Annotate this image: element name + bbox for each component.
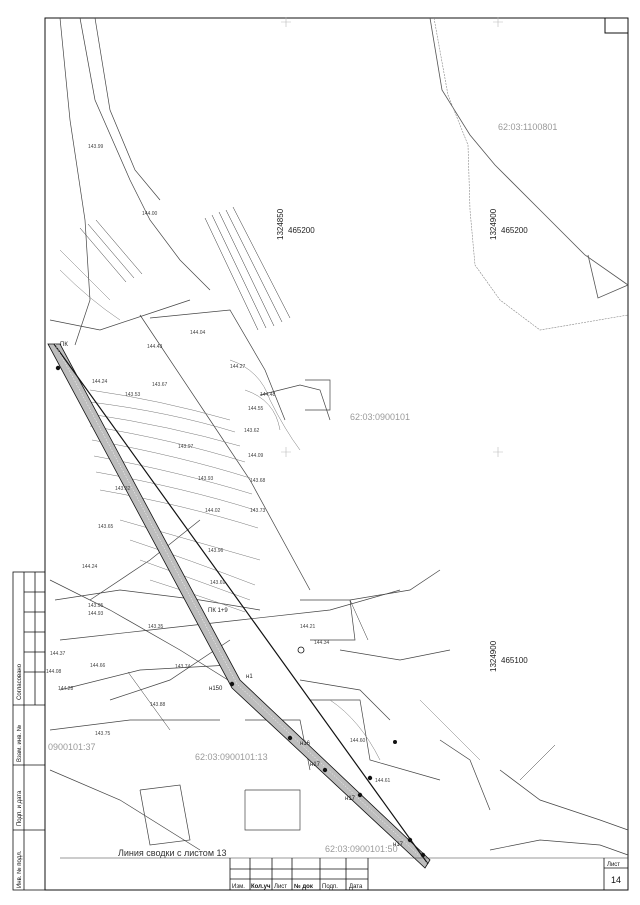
- elevation: 143.53: [125, 392, 141, 398]
- route-mark-label: ПК 1+9: [208, 608, 228, 614]
- route-point-label: н150: [209, 686, 223, 692]
- stamp-col-label: Дата: [349, 884, 363, 890]
- elevation: 144.02: [205, 508, 221, 514]
- title-stamp: [229, 858, 628, 890]
- elevation: 144.24: [82, 564, 98, 570]
- road-label-block: [79, 206, 556, 781]
- elevation: 144.93: [88, 611, 104, 617]
- side-stamp-inv-orig: Инв. № подл.: [16, 850, 23, 888]
- left-boundaries: [49, 17, 629, 856]
- route-point: [407, 837, 413, 843]
- route-point: [393, 740, 397, 744]
- grid-x-label: 1324850: [276, 208, 285, 240]
- parcel-label-lower: 62:03:0900101:13: [195, 752, 268, 762]
- parcel-boundary-top-right: [429, 17, 629, 286]
- elevation: 143.75: [95, 731, 111, 737]
- route-point: [287, 735, 293, 741]
- elevation-labels: 143.99 144.00 144.04 144.43 144.24 144.2…: [46, 144, 391, 784]
- stamp-col-label: № док: [294, 883, 313, 890]
- route-point-label: н16: [300, 741, 311, 747]
- elevation: 144.04: [190, 330, 206, 336]
- route-points: [55, 365, 426, 858]
- route-point: [357, 792, 363, 798]
- elevation: 144.08: [46, 669, 62, 675]
- well-symbol: [297, 646, 305, 654]
- corner-box: [604, 18, 628, 34]
- sheet-frame: [44, 17, 629, 891]
- grid-x-label: 1324900: [489, 208, 498, 240]
- stamp-col-label: Лист: [274, 884, 287, 890]
- route-point: [55, 365, 61, 371]
- elevation: 143.68: [250, 478, 266, 484]
- route-point: [367, 775, 373, 781]
- elevation: 144.21: [300, 624, 316, 630]
- elevation: 143.67: [152, 382, 168, 388]
- route-point: [229, 681, 235, 687]
- route-mark-label: ПК: [60, 342, 68, 348]
- grid-x-label: 1324900: [489, 640, 498, 672]
- elevation: 144.37: [50, 651, 66, 657]
- elevation: 143.35: [148, 624, 164, 630]
- grid-y-label: 465100: [501, 656, 528, 665]
- route-point-label: н17: [393, 842, 404, 848]
- match-line-label: Линия сводки с листом 13: [118, 848, 227, 858]
- elevation: 143.95: [88, 603, 104, 609]
- side-stamp-agreed: Согласовано: [17, 663, 23, 700]
- sheet-label: Лист: [607, 862, 620, 868]
- route-point-label: н1: [246, 674, 253, 680]
- elevation: 144.34: [314, 640, 330, 646]
- elevation: 143.73: [250, 508, 266, 514]
- elevation: 143.96: [208, 548, 224, 554]
- elevation: 143.62: [244, 428, 260, 434]
- elevation: 143.88: [150, 702, 166, 708]
- grid-y-label: 465200: [288, 226, 315, 235]
- elevation: 144.28: [58, 686, 74, 692]
- parcel-boundary-top-right-2: [433, 17, 629, 331]
- elevation: 144.09: [248, 453, 264, 459]
- contour-lines: [59, 249, 481, 761]
- stamp-col-label: Подп.: [322, 884, 338, 890]
- parcel-boundary-corner: [587, 254, 629, 299]
- route-point-label: н17: [310, 762, 321, 768]
- route-point-label: н17: [345, 796, 356, 802]
- elevation: 144.00: [142, 211, 158, 217]
- elevation: 143.99: [88, 144, 104, 150]
- elevation: 144.48: [260, 392, 276, 398]
- side-stamp: [12, 571, 46, 891]
- parcel-label-bottom: 62:03:0900101:50: [325, 844, 398, 854]
- elevation: 143.93: [198, 476, 214, 482]
- side-stamp-sign-date: Подп. и дата: [17, 790, 23, 826]
- elevation: 143.74: [175, 664, 191, 670]
- elevation: 144.66: [90, 663, 106, 669]
- parcel-label-left: 0900101:37: [48, 742, 96, 752]
- route-point: [420, 852, 426, 858]
- stamp-col-label: Изм.: [232, 884, 245, 890]
- grid-y-label: 465200: [501, 226, 528, 235]
- elevation: 144.60: [350, 738, 366, 744]
- sheet-number: 14: [611, 875, 621, 885]
- elevation: 144.24: [92, 379, 108, 385]
- grid-crosses: [281, 17, 503, 457]
- stamp-col-label: Кол.уч: [251, 884, 271, 890]
- elevation: 144.27: [230, 364, 246, 370]
- parcel-label-top-right: 62:03:1100801: [498, 122, 557, 132]
- elevation: 143.97: [178, 444, 194, 450]
- route-point: [322, 767, 328, 773]
- elevation: 144.61: [375, 778, 391, 784]
- route-corridor: [47, 343, 431, 869]
- elevation: 143.69: [210, 580, 226, 586]
- side-stamp-inv-vz: Взам. инв. №: [16, 725, 23, 762]
- elevation: 143.32: [115, 486, 131, 492]
- elevation: 144.43: [147, 344, 163, 350]
- elevation: 144.55: [248, 406, 264, 412]
- parcel-label-center: 62:03:0900101: [350, 412, 410, 422]
- elevation: 143.65: [98, 524, 114, 530]
